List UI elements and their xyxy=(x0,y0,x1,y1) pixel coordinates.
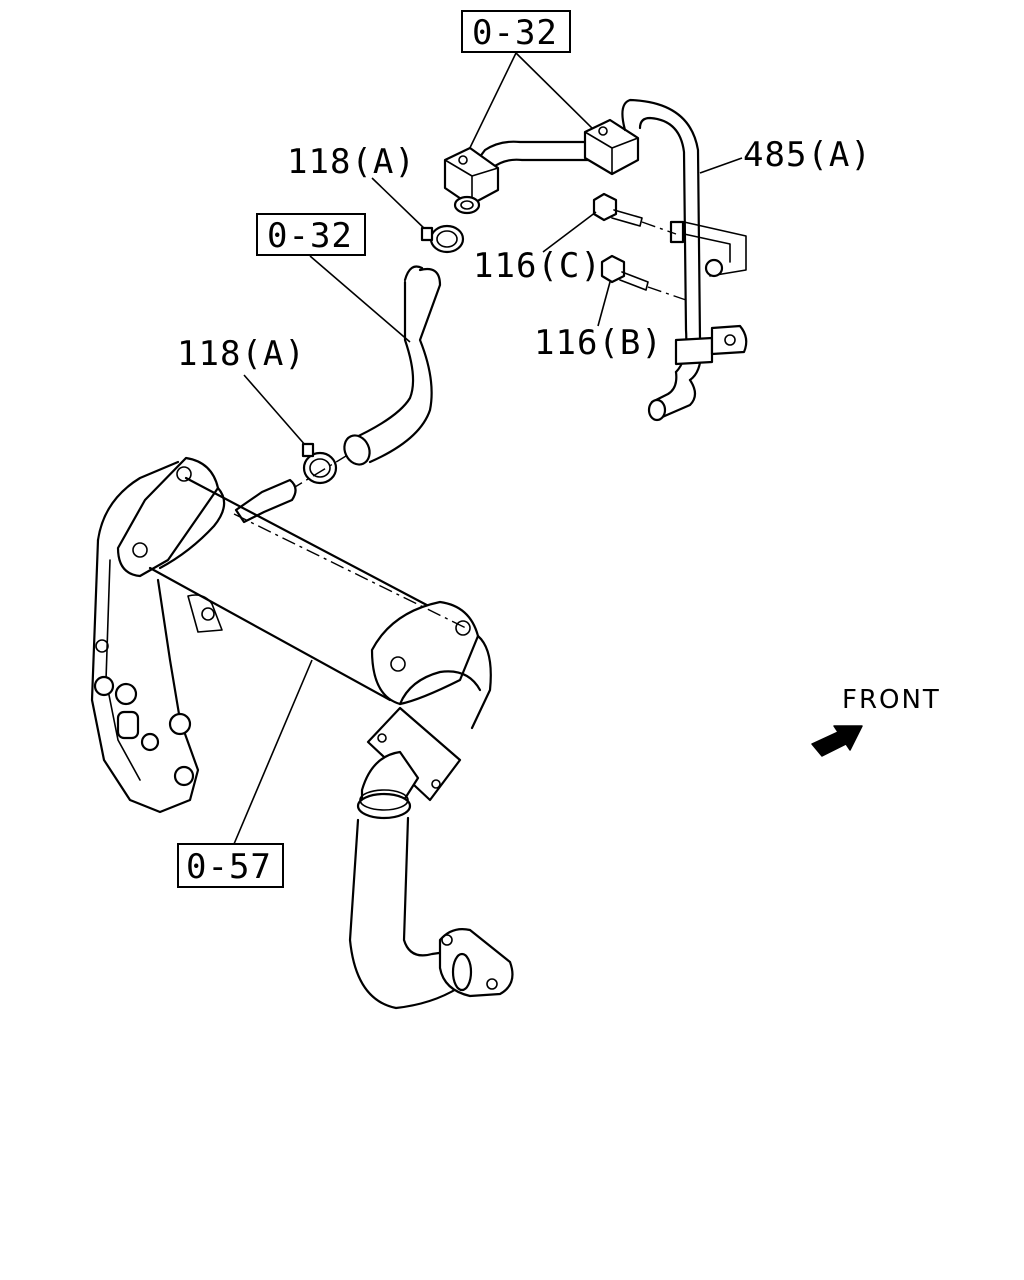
centerline-hose xyxy=(289,455,347,491)
leader-clamp-upper xyxy=(371,177,429,233)
bolt-c-label[interactable]: 116(C) xyxy=(473,246,602,286)
ref-box-top[interactable]: 0-32 xyxy=(461,10,571,53)
bolt-b-label[interactable]: 116(B) xyxy=(534,323,663,363)
front-label: FRONT xyxy=(842,685,941,715)
leader-bolt-c xyxy=(542,211,597,253)
clamp-lower xyxy=(301,442,338,485)
leader-ref-top-right xyxy=(515,52,597,133)
leader-ref-mid xyxy=(309,255,411,343)
ref-label-top: 0-32 xyxy=(472,13,558,53)
clamp-upper xyxy=(420,224,465,254)
bolt-b xyxy=(600,254,687,301)
rubber-hose xyxy=(343,265,442,466)
clamp-lower-label[interactable]: 118(A) xyxy=(177,334,306,374)
front-arrow-icon xyxy=(811,725,863,757)
leader-ref-top-left xyxy=(464,52,517,159)
ref-box-mid[interactable]: 0-32 xyxy=(256,213,366,256)
leader-bolt-b xyxy=(597,281,611,327)
ref-label-mid: 0-32 xyxy=(267,216,353,256)
pipe-label[interactable]: 485(A) xyxy=(743,135,872,175)
ref-box-bottom[interactable]: 0-57 xyxy=(177,843,284,888)
leader-clamp-lower xyxy=(243,374,307,447)
leader-ref-bottom xyxy=(233,659,313,845)
centerline-cooler xyxy=(233,513,471,631)
upper-coolant-pipe xyxy=(443,98,748,422)
ref-label-bottom: 0-57 xyxy=(186,847,272,887)
clamp-upper-label[interactable]: 118(A) xyxy=(287,142,416,182)
leader-pipe xyxy=(699,157,743,174)
egr-cooler xyxy=(90,456,514,1010)
bolt-c xyxy=(592,192,677,235)
